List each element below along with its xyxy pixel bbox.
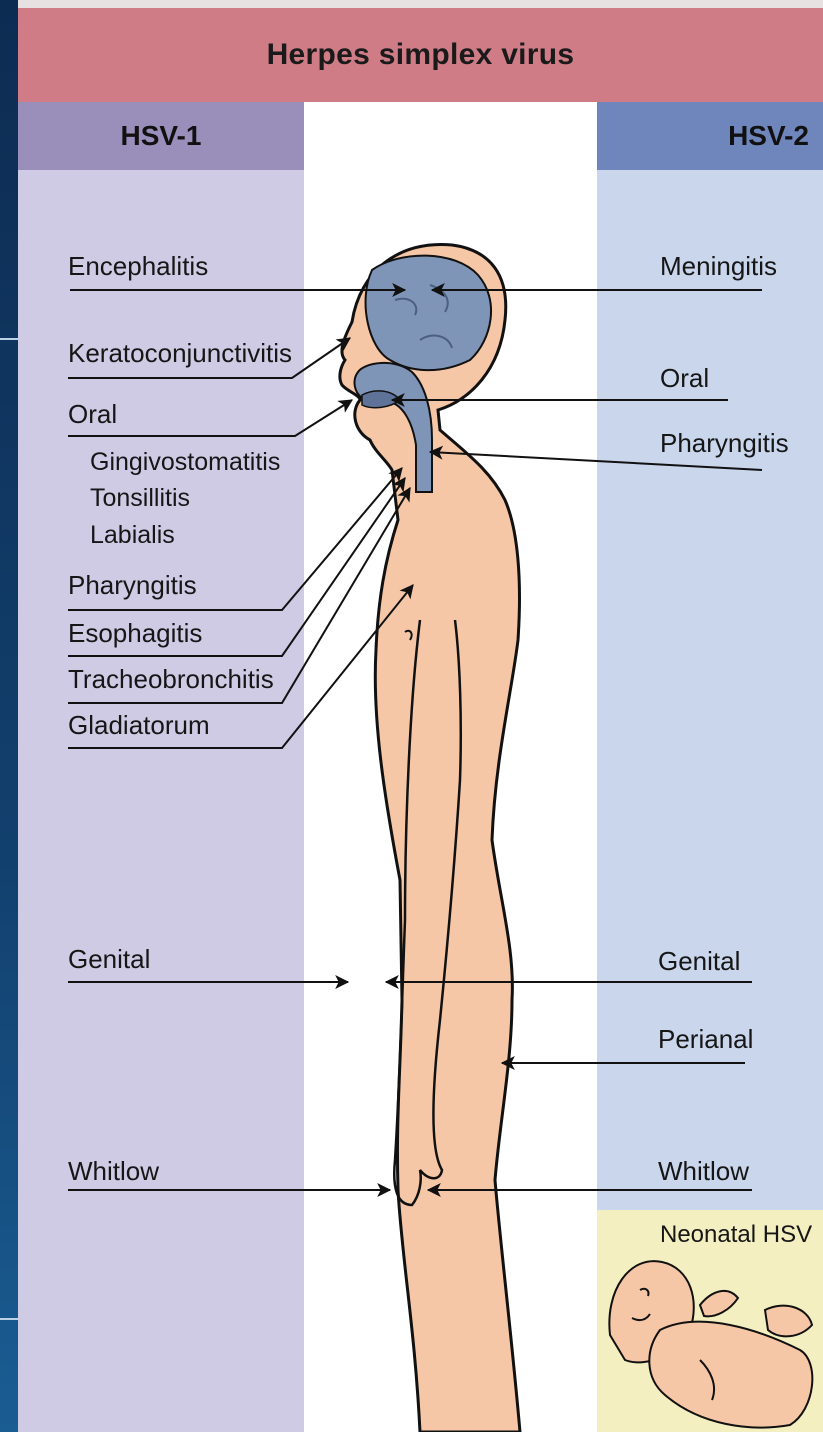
label-labialis: Labialis [90, 523, 175, 548]
neonate-illustration [609, 1261, 812, 1427]
label-meningitis: Meningitis [660, 253, 777, 279]
label-keratoconjunctivitis: Keratoconjunctivitis [68, 340, 292, 366]
label-gladiatorum: Gladiatorum [68, 712, 210, 738]
label-whitlow-hsv2: Whitlow [658, 1158, 749, 1184]
label-pharyngitis-hsv1: Pharyngitis [68, 572, 197, 598]
label-pharyngitis-hsv2: Pharyngitis [660, 430, 789, 456]
label-genital-hsv2: Genital [658, 948, 740, 974]
brain-organ [366, 256, 491, 371]
label-oral-hsv2: Oral [660, 365, 709, 391]
label-genital-hsv1: Genital [68, 946, 150, 972]
label-esophagitis: Esophagitis [68, 620, 202, 646]
label-whitlow-hsv1: Whitlow [68, 1158, 159, 1184]
label-tracheobronchitis: Tracheobronchitis [68, 666, 274, 692]
label-encephalitis: Encephalitis [68, 253, 208, 279]
label-tonsillitis: Tonsillitis [90, 486, 190, 511]
label-gingivostomatitis: Gingivostomatitis [90, 450, 280, 475]
label-perianal: Perianal [658, 1026, 753, 1052]
label-oral-hsv1: Oral [68, 401, 117, 427]
label-neonatal-hsv: Neonatal HSV [660, 1223, 812, 1247]
